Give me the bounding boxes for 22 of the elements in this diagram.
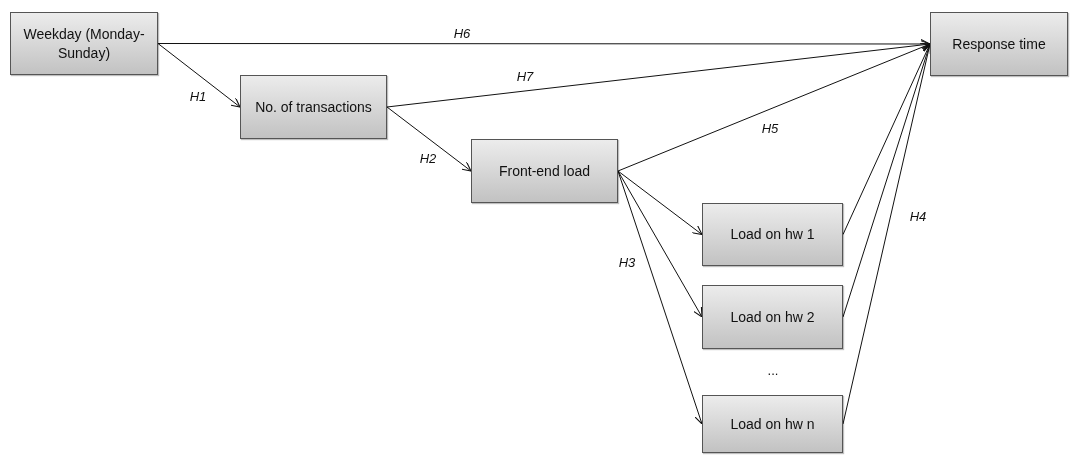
box-label: No. of transactions bbox=[254, 97, 373, 117]
arrow bbox=[386, 106, 472, 172]
box-label: Load on hw 2 bbox=[729, 307, 816, 327]
process-box bbox=[702, 203, 843, 266]
process-box bbox=[702, 395, 843, 453]
process-box bbox=[240, 75, 387, 139]
box-label: Load on hw 1 bbox=[729, 225, 816, 244]
process-box bbox=[930, 12, 1068, 76]
arrow bbox=[157, 43, 241, 108]
arrow bbox=[617, 42, 931, 172]
box-label: Response time bbox=[951, 34, 1047, 54]
arrow bbox=[157, 38, 931, 50]
process-box bbox=[702, 285, 843, 349]
arrow bbox=[617, 170, 703, 318]
box-label: Weekday (Monday-Sunday) bbox=[22, 25, 146, 62]
arrow bbox=[617, 170, 703, 236]
box-label: Front-end load bbox=[497, 161, 592, 181]
process-box bbox=[471, 139, 618, 203]
box-label: Load on hw n bbox=[729, 414, 816, 434]
arrow bbox=[842, 43, 931, 235]
arrow bbox=[617, 170, 704, 425]
process-box bbox=[10, 12, 158, 75]
